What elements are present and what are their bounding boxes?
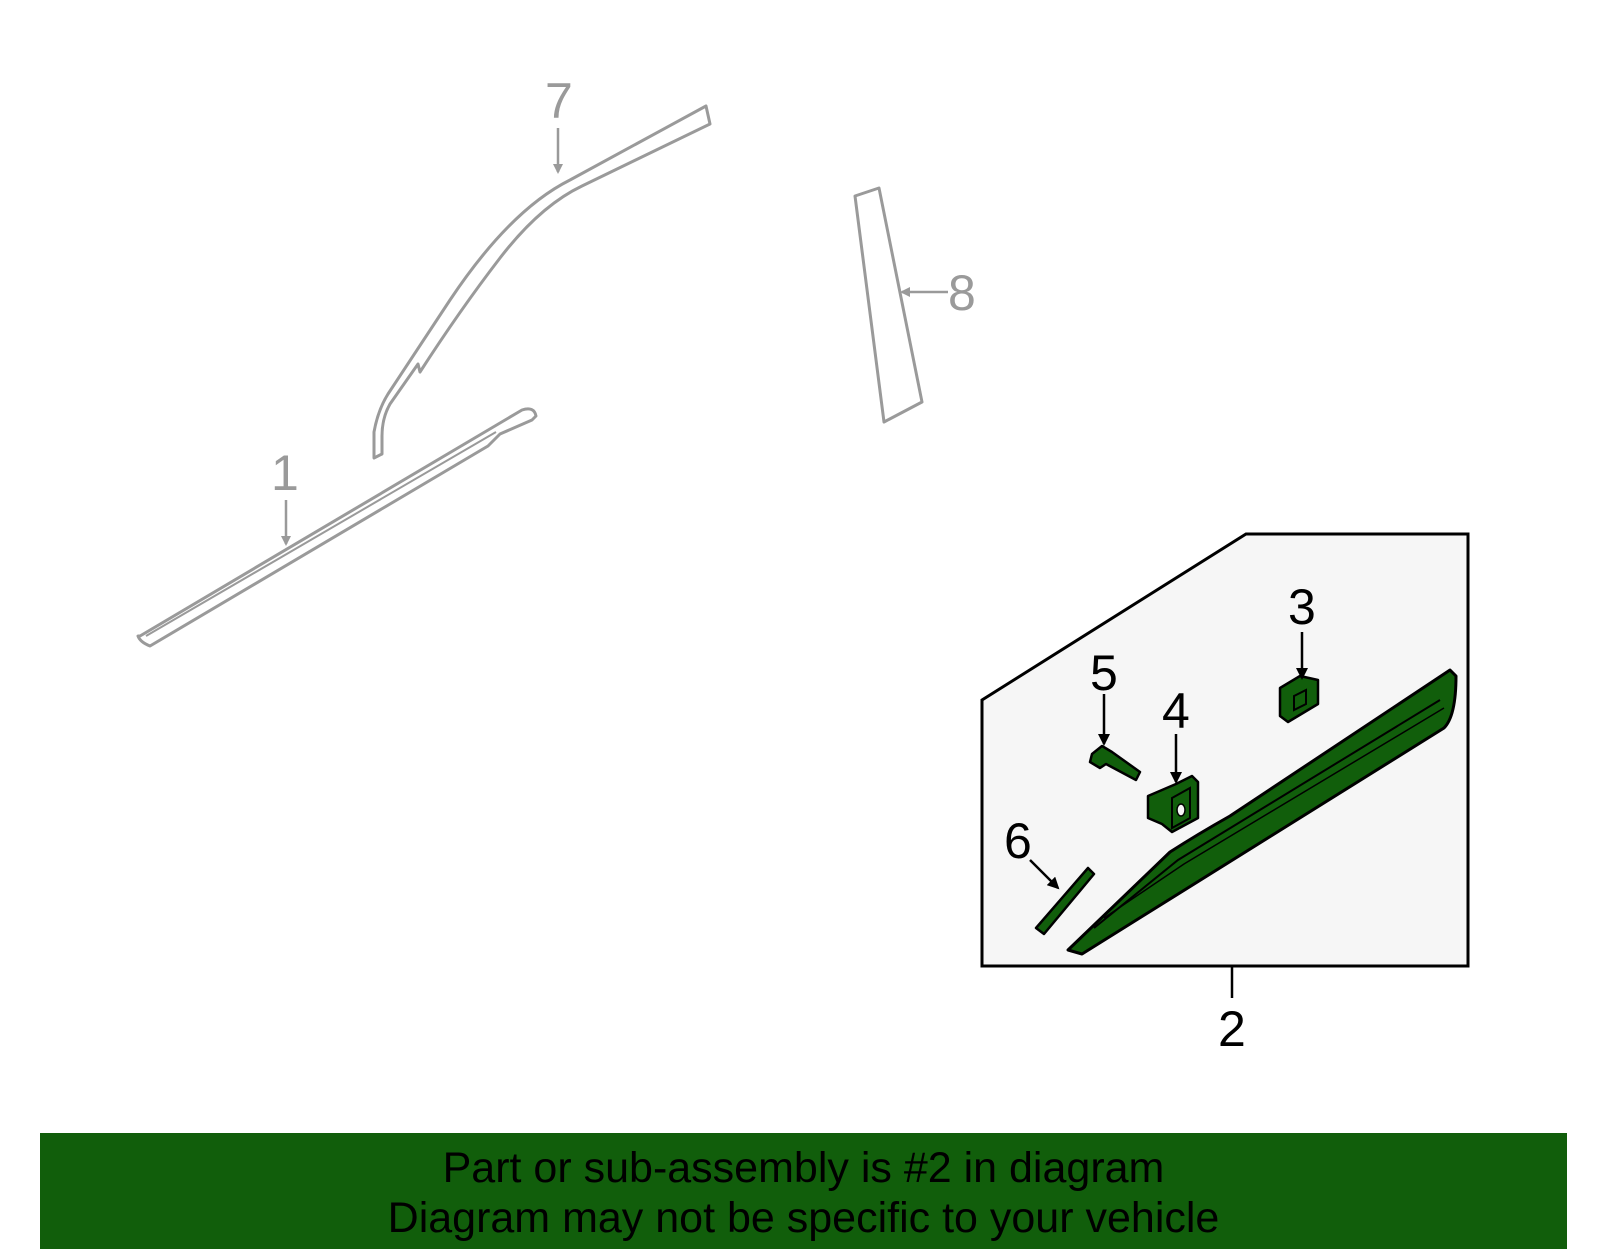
inset-panel [980, 532, 1470, 968]
part-2-door-molding[interactable] [1066, 668, 1458, 956]
callout-3: 3 [1288, 579, 1316, 635]
callout-7: 7 [545, 73, 573, 129]
leader-6 [1029, 859, 1060, 890]
banner-line-1: Part or sub-assembly is #2 in diagram [442, 1144, 1165, 1192]
leader-lines [281, 128, 1308, 998]
part-6-clip[interactable] [1034, 866, 1096, 936]
part-8-pillar-applique[interactable] [853, 186, 924, 424]
callout-2: 2 [1218, 1001, 1246, 1057]
info-banner: Part or sub-assembly is #2 in diagram Di… [40, 1133, 1567, 1249]
banner-line-2: Diagram may not be specific to your vehi… [387, 1194, 1220, 1242]
callout-1: 1 [271, 445, 299, 501]
part-7-window-frame-molding[interactable] [372, 104, 712, 460]
callout-5: 5 [1090, 645, 1118, 701]
callout-8: 8 [948, 265, 976, 321]
callout-4: 4 [1162, 683, 1190, 739]
part-5-screw[interactable] [1088, 744, 1142, 782]
callout-labels: 7 8 1 3 5 4 6 2 [271, 73, 1316, 1057]
callout-6: 6 [1004, 813, 1032, 869]
part-1-belt-molding[interactable] [136, 407, 538, 648]
part-4-clip-nut[interactable] [1146, 774, 1200, 834]
